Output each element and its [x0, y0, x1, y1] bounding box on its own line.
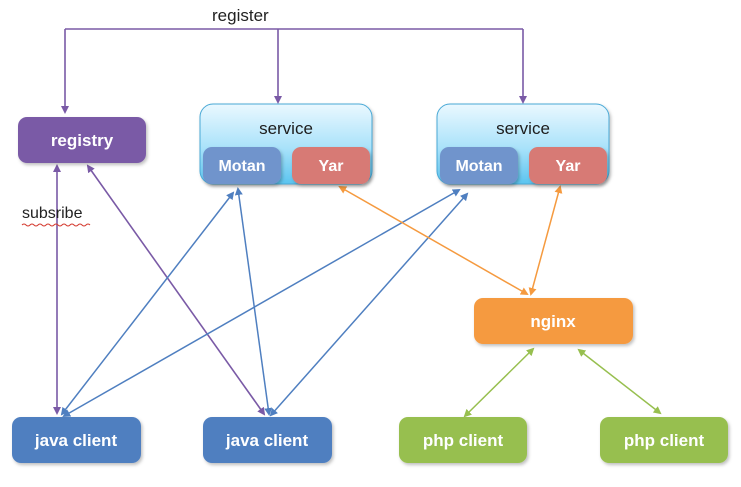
register-connectors: [61, 28, 527, 114]
subscribe-label: subsribe: [22, 205, 83, 222]
service-right-yar: Yar: [529, 147, 607, 184]
register-label: register: [212, 6, 269, 25]
nginx-node: nginx: [474, 298, 633, 344]
motan-link-java1-service-right: [62, 189, 461, 417]
java-client-2-label: java client: [225, 431, 309, 450]
yar-connectors: [338, 185, 563, 296]
java-client-node-1: java client: [12, 417, 141, 463]
subscribe-connectors: [53, 164, 266, 416]
motan-link-java2-service-right: [269, 192, 469, 417]
service-right-title: service: [496, 119, 550, 138]
php-connectors: [463, 347, 662, 418]
motan-link-java2-service-left: [234, 187, 273, 416]
java-client-node-2: java client: [203, 417, 332, 463]
service-right-motan-label: Motan: [455, 158, 502, 175]
php-client-node-2: php client: [600, 417, 728, 463]
yar-link-nginx-service-left: [338, 186, 529, 295]
service-left-yar-label: Yar: [319, 158, 344, 175]
php-link-client1-nginx: [463, 347, 535, 418]
php-link-client2-nginx: [577, 348, 662, 415]
service-right-motan: Motan: [440, 147, 518, 184]
nginx-label: nginx: [530, 312, 576, 331]
registry-label: registry: [51, 131, 114, 150]
motan-connectors: [60, 187, 469, 417]
subscribe-spellcheck-underline: [21, 223, 91, 227]
java-client-1-label: java client: [34, 431, 118, 450]
motan-link-java1-service-left: [60, 191, 235, 416]
service-left-motan: Motan: [203, 147, 281, 184]
subscribe-arrow-java-client-2: [86, 164, 266, 416]
service-node-left: service Motan Yar: [199, 103, 373, 185]
service-left-title: service: [259, 119, 313, 138]
service-right-yar-label: Yar: [556, 158, 581, 175]
service-left-yar: Yar: [292, 147, 370, 184]
php-client-2-label: php client: [624, 431, 705, 450]
php-client-1-label: php client: [423, 431, 504, 450]
php-client-node-1: php client: [399, 417, 527, 463]
yar-link-nginx-service-right: [528, 185, 563, 296]
service-node-right: service Motan Yar: [436, 103, 610, 185]
service-left-motan-label: Motan: [218, 158, 265, 175]
registry-node: registry: [18, 117, 146, 163]
